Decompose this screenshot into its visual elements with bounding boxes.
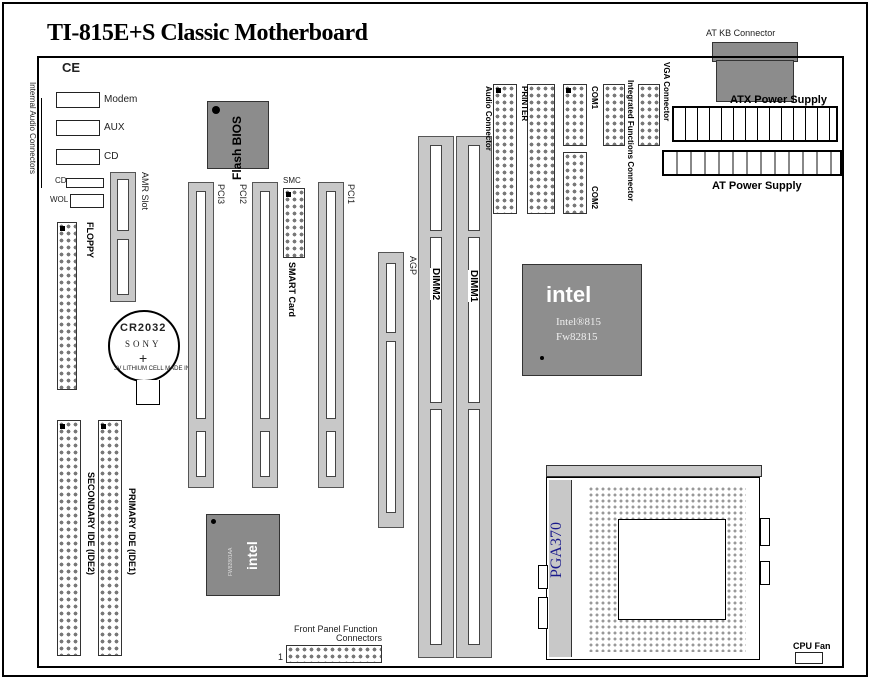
flash-bios-label: Flash BIOS bbox=[230, 116, 244, 181]
cd2-label: CD bbox=[55, 176, 67, 185]
bios-pin1-dot bbox=[212, 106, 220, 114]
page-title: TI-815E+S Classic Motherboard bbox=[47, 20, 368, 46]
pci1-label: PCI1 bbox=[346, 184, 356, 205]
cpu-fan-label: CPU Fan bbox=[793, 641, 831, 651]
motherboard-outline bbox=[37, 56, 844, 668]
northbridge-pin1 bbox=[540, 356, 544, 360]
audio-connector bbox=[493, 84, 517, 214]
pci3-label: PCI3 bbox=[216, 184, 226, 205]
northbridge-line2: Fw82815 bbox=[556, 331, 598, 343]
integrated-functions-connector bbox=[603, 84, 625, 146]
cd2-connector bbox=[66, 178, 104, 188]
battery-brand: SONY bbox=[125, 339, 162, 349]
southbridge-intel-logo: intel bbox=[244, 541, 260, 570]
dimm1-slot bbox=[456, 136, 492, 658]
com1-label: COM1 bbox=[590, 86, 599, 110]
primary-ide-connector bbox=[98, 420, 122, 656]
front-panel-label-line2: Connectors bbox=[336, 633, 383, 643]
pci2-slot bbox=[252, 182, 278, 488]
wol-label: WOL bbox=[50, 195, 69, 204]
cpu-fan-connector bbox=[795, 652, 823, 664]
agp-slot bbox=[378, 252, 404, 528]
aux-label: AUX bbox=[104, 122, 125, 133]
modem-connector bbox=[56, 92, 100, 108]
atx-power-label: ATX Power Supply bbox=[730, 94, 827, 106]
aux-connector bbox=[56, 120, 100, 136]
battery-plus: + bbox=[139, 350, 148, 366]
floppy-connector bbox=[57, 222, 77, 390]
smart-card-connector bbox=[283, 188, 305, 258]
vga-connector-label: VGA Connector bbox=[662, 62, 671, 122]
cd-label: CD bbox=[104, 151, 119, 162]
vga-connector bbox=[638, 84, 660, 146]
socket-center bbox=[618, 519, 726, 620]
battery-model: CR2032 bbox=[120, 322, 167, 334]
socket-side-bar bbox=[549, 480, 572, 657]
pci2-label: PCI2 bbox=[238, 184, 248, 205]
at-power-connector bbox=[662, 150, 842, 176]
dimm2-slot bbox=[418, 136, 454, 658]
southbridge-chip bbox=[206, 514, 280, 596]
dimm1-label: DIMM1 bbox=[468, 270, 479, 303]
dimm2-label: DIMM2 bbox=[430, 268, 441, 301]
printer-label: PRINTER bbox=[520, 86, 529, 122]
smart-card-label: SMART Card bbox=[287, 262, 297, 318]
internal-audio-label: Internal Audio Connectors bbox=[28, 82, 37, 175]
modem-label: Modem bbox=[104, 94, 138, 105]
printer-connector bbox=[527, 84, 555, 214]
wol-connector bbox=[70, 194, 104, 208]
amr-slot-label: AMR Slot bbox=[140, 172, 150, 211]
secondary-ide-label: SECONDARY IDE (IDE2) bbox=[86, 472, 96, 576]
atx-power-connector bbox=[672, 106, 838, 142]
audio-connector-label: Audio Connector bbox=[484, 86, 493, 151]
primary-ide-label: PRIMARY IDE (IDE1) bbox=[127, 488, 137, 576]
audio-pin1 bbox=[496, 88, 501, 93]
ide2-pin1 bbox=[60, 424, 65, 429]
agp-label: AGP bbox=[408, 256, 418, 276]
audio-bracket-line bbox=[41, 98, 42, 188]
at-power-label: AT Power Supply bbox=[712, 180, 802, 192]
com1-pin1 bbox=[566, 88, 571, 93]
front-panel-pin-one-label: 1 bbox=[278, 652, 284, 662]
cd-connector bbox=[56, 149, 100, 165]
socket-clip-left-2 bbox=[538, 597, 548, 629]
secondary-ide-connector bbox=[57, 420, 81, 656]
socket-clip-left-1 bbox=[538, 565, 548, 589]
northbridge-line1: Intel®815 bbox=[556, 316, 602, 328]
northbridge-intel-logo: intel bbox=[546, 282, 592, 307]
battery-desc: 3V LITHIUM CELL MADE IN JA bbox=[114, 366, 199, 372]
at-kb-connector-label: AT KB Connector bbox=[706, 28, 776, 38]
amr-slot bbox=[110, 172, 136, 302]
ce-mark: CE bbox=[62, 60, 81, 75]
smc-pin1 bbox=[286, 192, 291, 197]
southbridge-pin1 bbox=[211, 519, 216, 524]
pci1-slot bbox=[318, 182, 344, 488]
front-panel-label-line1: Front Panel Function bbox=[294, 624, 378, 634]
southbridge-part-number: FW82801AA bbox=[228, 547, 234, 576]
floppy-label: FLOPPY bbox=[85, 222, 95, 259]
com2-label: COM2 bbox=[590, 186, 599, 210]
integrated-functions-label: Integrated Functions Connector bbox=[626, 80, 635, 202]
floppy-pin1 bbox=[60, 226, 65, 231]
com1-connector bbox=[563, 84, 587, 146]
pci3-slot bbox=[188, 182, 214, 488]
socket-clip-right-1 bbox=[760, 518, 770, 546]
socket-clip-right-2 bbox=[760, 561, 770, 585]
pga370-label: PGA370 bbox=[548, 522, 565, 579]
front-panel-connector bbox=[286, 645, 382, 663]
at-kb-connector bbox=[716, 60, 794, 102]
socket-lever bbox=[546, 465, 762, 477]
ide1-pin1 bbox=[101, 424, 106, 429]
smc-label: SMC bbox=[283, 176, 301, 185]
com2-connector bbox=[563, 152, 587, 214]
battery-clip bbox=[136, 380, 160, 405]
